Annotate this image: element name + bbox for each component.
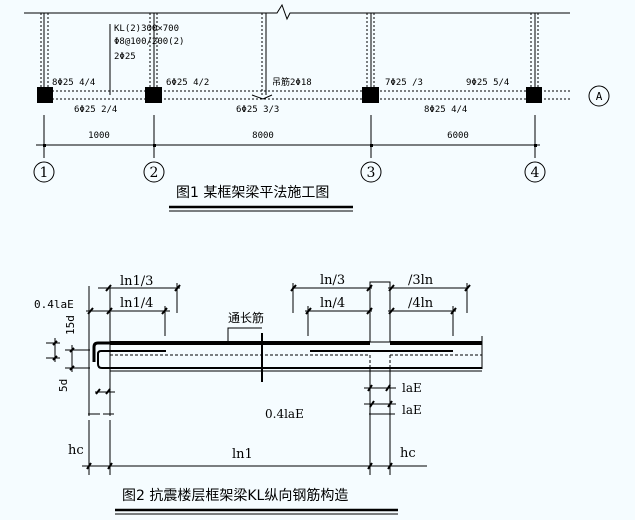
support-rebar-col4: 9Φ25 5/4 bbox=[466, 78, 509, 88]
column-lines bbox=[40, 13, 539, 95]
label-lae-1: laE bbox=[402, 381, 422, 395]
column-3 bbox=[362, 87, 379, 103]
beam-label-line3: 2Φ25 bbox=[114, 52, 136, 62]
bottom-rebar-span1: 6Φ25 2/4 bbox=[74, 105, 117, 115]
bottom-rebar-span2: 6Φ25 3/3 bbox=[236, 105, 279, 115]
axis-bubble-a bbox=[588, 85, 610, 107]
support-bar-hook bbox=[97, 350, 166, 369]
label-ln1: ln1 bbox=[232, 447, 253, 462]
support-rebar-col1: 8Φ25 4/4 bbox=[52, 78, 95, 88]
top-boundary-line bbox=[24, 3, 570, 21]
support-rebar-col3: 7Φ25 /3 bbox=[385, 78, 423, 88]
axis-label-1: 1 bbox=[40, 165, 49, 181]
label-anchor-04lae: 0.4laE bbox=[34, 298, 74, 311]
axis-bubble-1 bbox=[33, 161, 55, 183]
dim-ln1-third bbox=[98, 283, 181, 313]
axis-bubble-4 bbox=[524, 161, 546, 183]
label-ln-quarter-right: /4ln bbox=[408, 296, 434, 311]
dimension-chain bbox=[36, 115, 540, 158]
top-bar-hook bbox=[92, 341, 110, 362]
label-15d-top: 15d bbox=[64, 315, 77, 335]
hanger-mark bbox=[251, 94, 273, 100]
dimension-span-2: 8000 bbox=[252, 131, 274, 141]
dim-ln1-quarter bbox=[86, 306, 170, 336]
axis-label-2: 2 bbox=[150, 165, 159, 181]
axis-bubble-3 bbox=[360, 161, 382, 183]
through-bar-label: 通长筋 bbox=[228, 310, 264, 325]
label-ln-third-left: ln/3 bbox=[320, 273, 345, 288]
dimension-span-3: 6000 bbox=[447, 131, 469, 141]
label-ln1-third: ln1/3 bbox=[120, 274, 153, 289]
label-lae-2: laE bbox=[402, 403, 422, 417]
label-hc-left: hc bbox=[68, 443, 84, 458]
label-hc-right: hc bbox=[400, 446, 416, 461]
dim-ln-third bbox=[290, 283, 471, 313]
label-ln-quarter-left: ln/4 bbox=[320, 296, 345, 311]
dim-ln-quarter bbox=[305, 306, 457, 336]
middle-column bbox=[369, 281, 391, 343]
label-ln-third-right: /3ln bbox=[408, 273, 434, 288]
axis-label-a: A bbox=[596, 90, 603, 103]
label-mid-04lae: 0.4laE bbox=[265, 407, 304, 421]
bottom-rebar-span3: 8Φ25 4/4 bbox=[424, 105, 467, 115]
axis-label-4: 4 bbox=[531, 165, 540, 181]
figure-1-caption: 图1 某框架梁平法施工图 bbox=[176, 185, 329, 201]
figure-1-plan: KL(2)300×700 Φ8@100/200(2) 2Φ25 8Φ25 4/4… bbox=[24, 3, 610, 212]
beam-label-line2: Φ8@100/200(2) bbox=[114, 37, 184, 47]
label-ln1-quarter: ln1/4 bbox=[120, 296, 153, 311]
beam-label-line1: KL(2)300×700 bbox=[114, 24, 179, 34]
hanger-rebar: 吊筋2Φ18 bbox=[272, 76, 312, 88]
axis-bubble-2 bbox=[143, 161, 165, 183]
figure-2-detail: 通长筋 ln1/3 ln1/4 0.4laE 15d 5d bbox=[34, 273, 483, 515]
column-1 bbox=[37, 87, 53, 103]
label-15d-bottom: 5d bbox=[57, 379, 70, 392]
axis-label-3: 3 bbox=[367, 165, 376, 181]
column-4 bbox=[526, 87, 542, 103]
dimension-span-1: 1000 bbox=[88, 131, 110, 141]
column-2 bbox=[145, 87, 162, 103]
support-rebar-col2: 6Φ25 4/2 bbox=[166, 78, 209, 88]
figure-2-caption: 图2 抗震楼层框架梁KL纵向钢筋构造 bbox=[122, 487, 348, 504]
